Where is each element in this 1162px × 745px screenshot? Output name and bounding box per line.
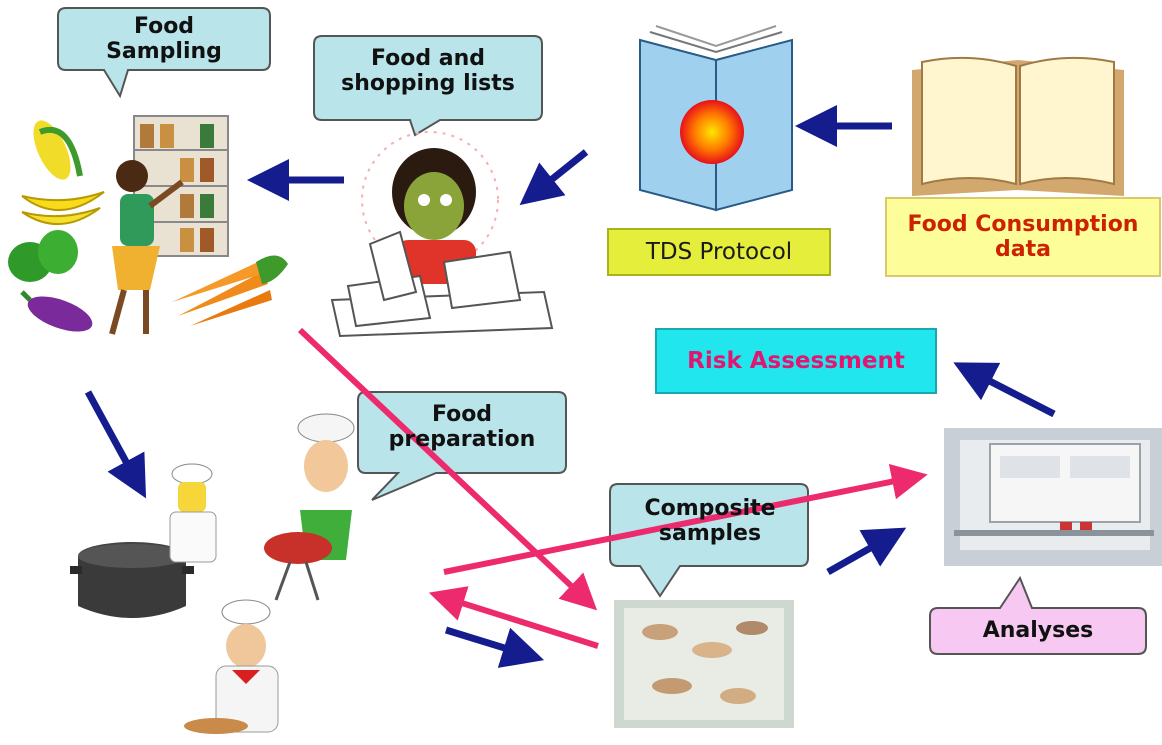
risk-assessment-label: Risk Assessment: [655, 328, 937, 394]
chef-icon: [169, 463, 217, 563]
composite-samples-photo: [614, 600, 794, 728]
food-preparation-label: Food preparation: [388, 402, 536, 453]
food-consumption-label: Food Consumption data: [885, 197, 1161, 277]
arrow-analyses-to-risk: [953, 362, 1056, 418]
cooking-pot-icon: [70, 542, 194, 618]
shopping-lists-label: Food and shopping lists: [341, 46, 515, 97]
analyses-bubble: [929, 575, 1147, 655]
arrow-composite-to-analyses: [826, 527, 907, 576]
tds-protocol-label: TDS Protocol: [607, 228, 831, 276]
open-book-icon: [912, 56, 1124, 196]
arrow-tds-to-lists: [519, 149, 589, 206]
food-preparation-bubble: [357, 391, 567, 501]
stressed-woman-papers-icon: [330, 131, 554, 338]
food-sampling-bubble: [57, 7, 271, 99]
baker-chef-icon: [184, 599, 279, 734]
composite-samples-label: Composite samples: [644, 496, 776, 547]
composite-samples-bubble: [609, 483, 809, 598]
carrots-icon: [172, 255, 288, 326]
shopper-woman-icon: [109, 115, 229, 335]
analyses-label: Analyses: [982, 618, 1094, 643]
tds-book-icon: [639, 25, 793, 212]
grill-cook-icon: [264, 413, 355, 601]
shopping-lists-bubble: [313, 35, 543, 137]
arrow-sampling-to-cooking: [84, 390, 147, 499]
arrow-composite-to-cooking: [428, 586, 599, 649]
vegetables-icon: [8, 120, 105, 332]
food-sampling-label: Food Sampling: [106, 14, 222, 65]
arrow-cooking-to-composite: [444, 626, 545, 668]
lab-equipment-photo: [944, 428, 1162, 566]
arrow-cooking-to-analyses: [443, 463, 928, 575]
